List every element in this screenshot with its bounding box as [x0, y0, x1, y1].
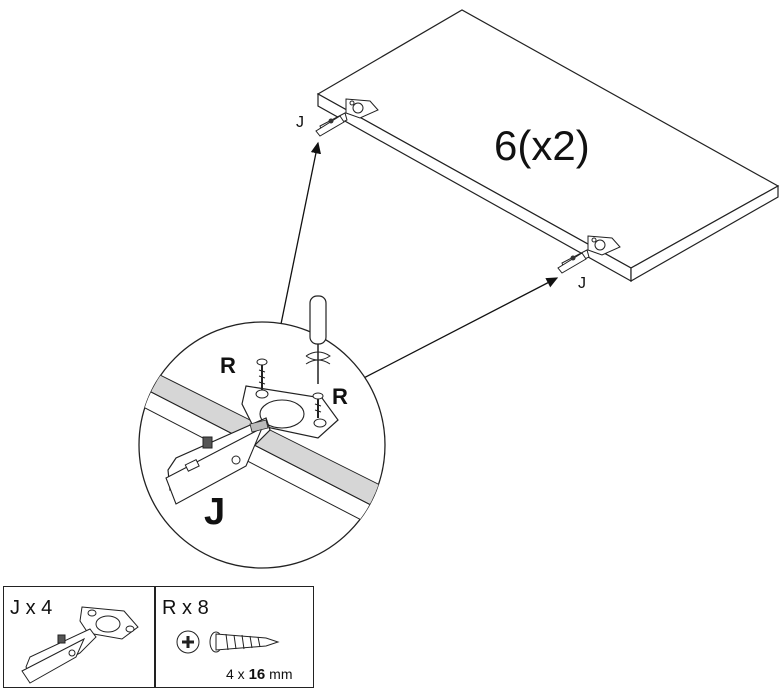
screwdriver: [305, 295, 331, 384]
screw-right-label: R: [332, 384, 348, 409]
screw-size-value: 16: [248, 666, 266, 683]
detail-circle: R R J: [138, 295, 386, 569]
panel-quantity-label: 6(x2): [494, 122, 590, 169]
screw-part-title: R x 8: [162, 597, 209, 620]
hinge-top: J: [296, 98, 379, 137]
parts-box-hinge: J x 4: [3, 586, 155, 688]
hinge-bottom: J: [557, 235, 621, 292]
detail-hinge-label: J: [204, 491, 225, 533]
screw-part-count: x 8: [182, 597, 209, 619]
hinge-part-letter: J: [10, 597, 20, 619]
shelf-panel: 6(x2): [316, 9, 780, 283]
screw-size-prefix: 4 x: [226, 666, 245, 682]
hinge-part-count: x 4: [25, 597, 53, 619]
screw-left-label: R: [220, 353, 236, 378]
screw-left: [256, 358, 268, 390]
screw-size: 4 x 16 mm: [226, 666, 292, 683]
hinge-part-icon: [21, 606, 139, 684]
screw-part-icon: [176, 630, 280, 654]
arrow-to-hinge-bottom: [355, 277, 559, 383]
screw-part-letter: R: [162, 597, 177, 619]
screw-size-unit: mm: [269, 666, 293, 682]
hinge-bottom-label: J: [578, 275, 586, 292]
hinge-top-label: J: [296, 114, 304, 131]
hinge-part-title: J x 4: [10, 597, 52, 620]
arrow-to-hinge-top: [280, 141, 322, 325]
parts-box-screw: R x 8 4 x 16 mm: [155, 586, 314, 688]
screw-right: [312, 392, 324, 418]
